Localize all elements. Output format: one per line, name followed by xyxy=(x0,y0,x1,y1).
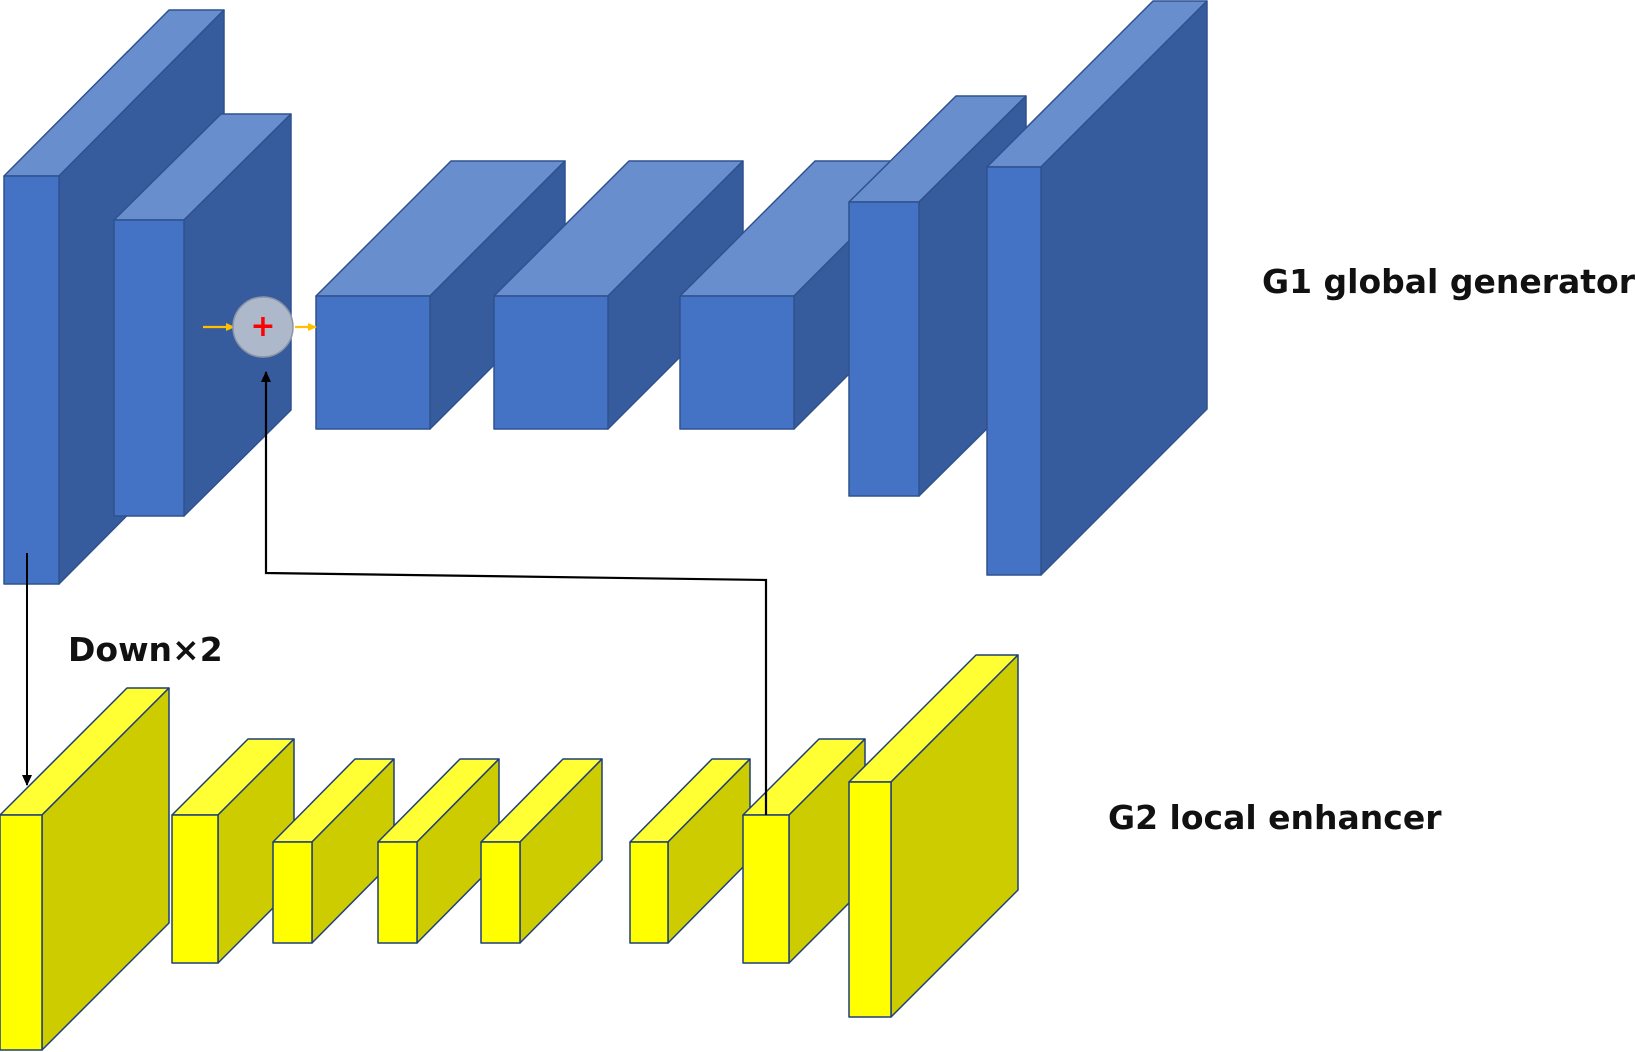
g2-block-1 xyxy=(0,687,170,1051)
g2-block-5 xyxy=(480,758,603,944)
skip-connection-arrow xyxy=(261,371,768,815)
g2-block-3-front-face xyxy=(272,841,313,944)
g1-block-2 xyxy=(113,113,292,517)
g1-block-2-front-face xyxy=(113,219,185,517)
g1-block-1-front-face xyxy=(3,175,60,585)
g2-block-4-front-face xyxy=(377,841,418,944)
g2-block-2 xyxy=(171,738,295,964)
g2-block-8 xyxy=(848,654,1019,1018)
g2-block-8-front-face xyxy=(848,781,892,1018)
g1-block-6-front-face xyxy=(848,201,920,497)
connectors xyxy=(22,296,768,815)
adder-plus-sign: + xyxy=(250,309,276,344)
g2-block-4 xyxy=(377,758,500,944)
g2-block-6 xyxy=(629,758,751,944)
down-label: Down×2 xyxy=(68,630,223,669)
g2-block-6-front-face xyxy=(629,841,669,944)
g1-block-3-front-face xyxy=(315,295,431,430)
g2-block-7-front-face xyxy=(742,814,790,964)
g2-local-enhancer-blocks xyxy=(0,654,1019,1051)
g1-block-4 xyxy=(493,160,744,430)
g2-block-2-front-face xyxy=(171,814,219,964)
g2-label: G2 local enhancer xyxy=(1108,798,1442,837)
g1-block-4-front-face xyxy=(493,295,609,430)
g1-block-7 xyxy=(986,0,1208,576)
g1-block-7-front-face xyxy=(986,166,1042,576)
g1-block-5-front-face xyxy=(679,295,795,430)
g2-block-1-front-face xyxy=(0,814,43,1051)
g2-block-3 xyxy=(272,758,395,944)
g2-block-5-front-face xyxy=(480,841,521,944)
g2-block-7 xyxy=(742,738,866,964)
g1-global-generator-blocks xyxy=(3,0,1208,585)
circle-plus-icon xyxy=(232,296,294,358)
g1-label: G1 global generator xyxy=(1262,262,1635,301)
